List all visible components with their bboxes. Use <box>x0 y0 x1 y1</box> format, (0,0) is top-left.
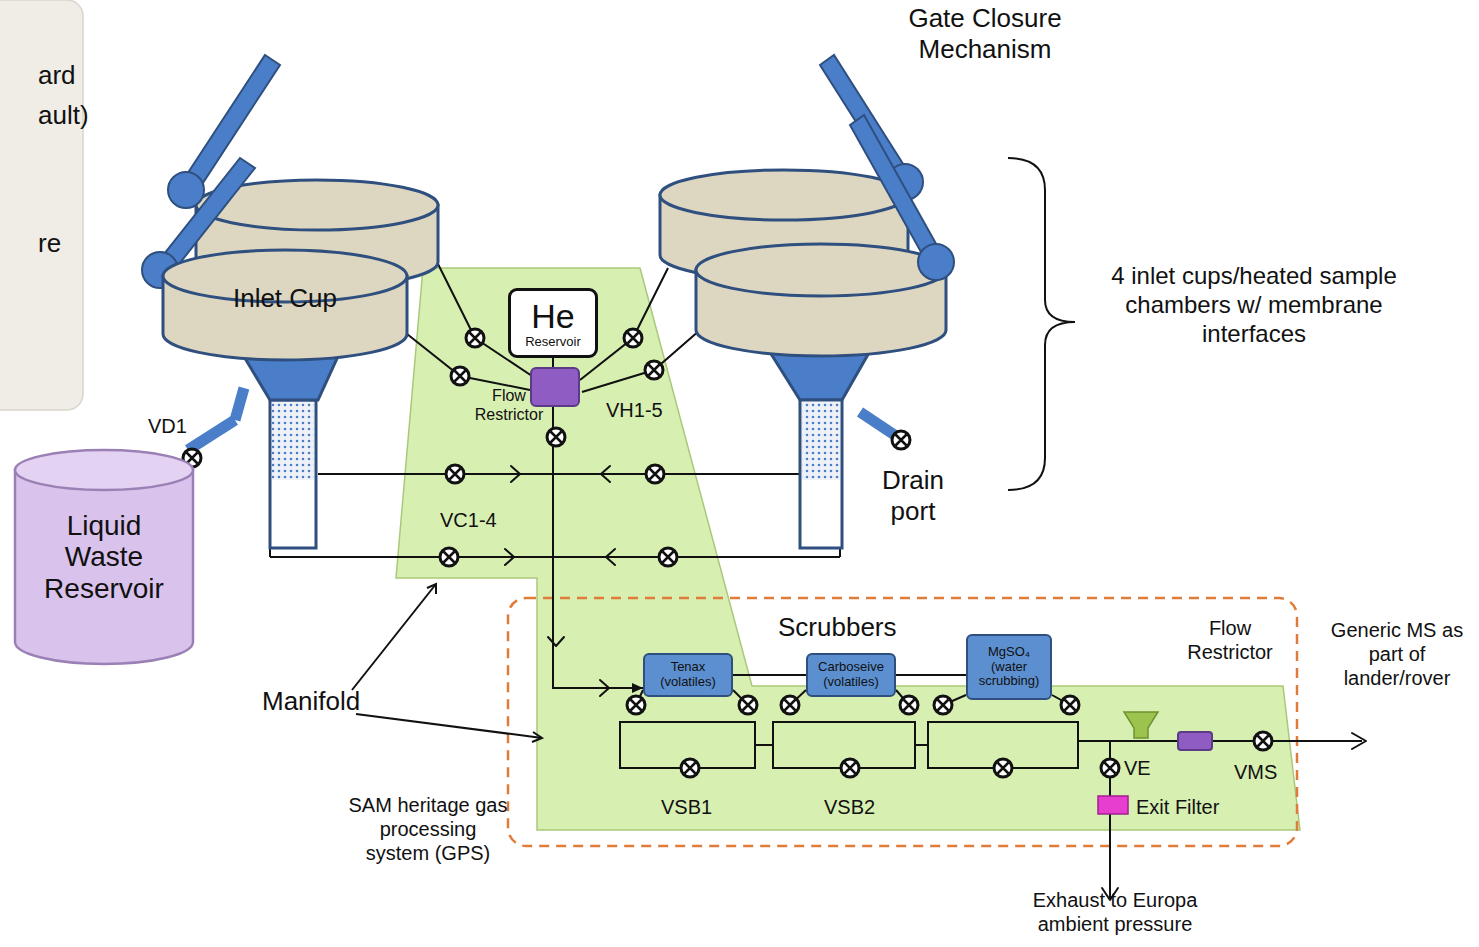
label-text: VSB1 <box>661 795 731 819</box>
valve-symbol <box>1254 732 1272 750</box>
node-text: He <box>531 297 574 335</box>
node-text: Carboseive (volatiles) <box>812 660 890 689</box>
label-text: Flow Restrictor <box>468 386 550 424</box>
scrubber-box: MgSO₄ (water scrubbing) <box>966 634 1052 700</box>
label-text: VMS <box>1234 760 1294 784</box>
flow-restrictor-symbol <box>1178 732 1212 750</box>
valve-symbol <box>440 548 458 566</box>
node-text: Liquid Waste Reservoir <box>29 510 179 604</box>
node-text: Tenax (volatiles) <box>649 660 727 689</box>
label-text: Exhaust to Europa ambient pressure <box>1005 888 1225 936</box>
valve-symbols <box>183 329 1272 777</box>
flow-chevrons <box>505 466 1366 900</box>
pipe-connector <box>733 675 806 676</box>
label-text: re <box>38 228 88 259</box>
gps-dashed-outline <box>508 598 1297 846</box>
pipe-connector <box>896 675 966 676</box>
pipe-connector <box>188 420 235 450</box>
valve-symbol <box>681 759 699 777</box>
label-text: Manifold <box>262 686 392 717</box>
front-left-tube <box>270 400 316 548</box>
label-text: Gate Closure Mechanism <box>895 3 1075 65</box>
reservoir-cylinder: Liquid Waste Reservoir <box>12 448 196 666</box>
node-text: MgSO₄ (water scrubbing) <box>972 645 1046 689</box>
flow-restrictor-symbol <box>531 368 579 406</box>
valve-symbol <box>1061 696 1079 714</box>
valve-symbol <box>659 548 677 566</box>
leader-lines <box>352 158 1075 742</box>
filter-cone-symbol <box>1124 712 1158 738</box>
label-text: VD1 <box>148 414 208 438</box>
label-text: SAM heritage gas processing system (GPS) <box>346 793 510 865</box>
label-text: ard <box>38 60 108 91</box>
label-text: VSB2 <box>824 795 894 819</box>
inlet-cup: Inlet Cup <box>160 248 410 420</box>
valve-symbol <box>934 696 952 714</box>
label-text: VC1-4 <box>440 508 520 532</box>
valve-symbol <box>739 696 757 714</box>
valve-symbol <box>1101 759 1119 777</box>
valve-symbol <box>841 759 859 777</box>
valve-symbol <box>446 465 464 483</box>
label-text: Scrubbers <box>778 612 908 643</box>
node-text: Reservoir <box>525 335 581 350</box>
valve-symbol <box>781 696 799 714</box>
label-text: 4 inlet cups/heated sample chambers w/ m… <box>1088 262 1420 348</box>
label-text: Exit Filter <box>1136 795 1256 819</box>
valve-symbol <box>892 431 910 449</box>
node-outline <box>160 248 410 420</box>
label-text: ault) <box>38 100 128 131</box>
label-text: Drain port <box>870 465 956 527</box>
valve-symbol <box>547 428 565 446</box>
scrubber-box: Tenax (volatiles) <box>643 653 733 697</box>
valve-symbol <box>451 367 469 385</box>
label-text: Generic MS as part of lander/rover <box>1322 618 1472 690</box>
label-text: VH1-5 <box>606 398 686 422</box>
node-text: Inlet Cup <box>233 284 337 313</box>
valve-symbol <box>900 696 918 714</box>
reservoir-box: HeReservoir <box>508 288 598 358</box>
valve-symbol <box>645 361 663 379</box>
valve-symbol <box>466 329 484 347</box>
manifold-region <box>396 268 1300 830</box>
valve-symbol <box>994 759 1012 777</box>
label-text: VE <box>1124 756 1164 780</box>
label-text: Flow Restrictor <box>1175 616 1285 664</box>
scrubber-box: Carboseive (volatiles) <box>806 653 896 697</box>
valve-symbol <box>646 465 664 483</box>
valve-symbol <box>627 696 645 714</box>
exit-filter-symbol <box>1098 796 1128 814</box>
pipes <box>270 262 1362 900</box>
valve-symbol <box>624 329 642 347</box>
